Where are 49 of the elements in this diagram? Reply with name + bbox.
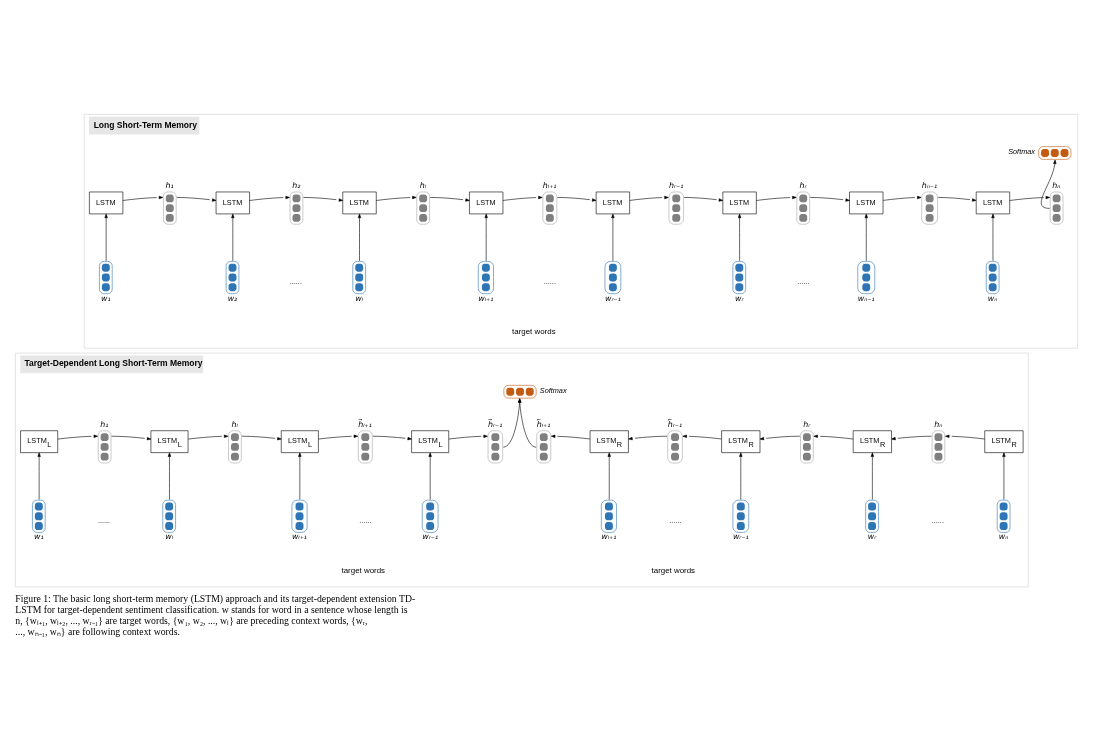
caption: Figure 1: The basic long short-term memory (LSTM) approach and its target-dependent extension TD-LSTM for target-dependent sentiment classification. w stands for word in a sentence whose length is n, {wₗ₊₁, wₗ₊₂, ..., wᵣ₋₁} are target words, {w₁, w₂, ..., wₗ} are preceding context words, {wᵣ, ..., wₙ₋₁, wₙ} are following context words. [15,592,416,637]
arrow [502,397,522,447]
arrow [241,435,282,440]
arrow [891,435,932,440]
arrow [756,195,797,201]
arrow [738,213,742,261]
arrow [551,434,591,439]
arrow [607,452,611,500]
arrow [629,195,669,201]
arrow [739,452,743,500]
arrow [122,195,164,201]
arrow [429,196,470,202]
arrow [167,452,172,500]
arrow [557,196,597,202]
arrow [372,435,412,440]
arrow [870,452,874,500]
arrow [813,434,854,439]
arrow [864,213,868,261]
arrow [111,435,152,440]
arrow [484,213,488,261]
arrow [375,195,417,201]
arrow [945,434,985,439]
arrow [937,196,977,202]
arrow [1009,195,1050,201]
arrow [628,435,668,440]
arrow [1041,159,1057,209]
arrow [428,452,432,500]
arrow [518,397,537,447]
arrow [357,213,362,261]
arrow [187,434,229,439]
arrow [611,213,615,261]
arrow [683,196,723,202]
arrow [37,452,41,500]
arrow [176,196,217,202]
arrow [682,434,722,439]
arrow [991,213,995,261]
arrow [104,213,108,261]
arrow [231,213,235,261]
arrow [57,434,98,439]
arrow [809,196,850,202]
arrow [882,195,922,201]
arrow [448,434,488,439]
arrow [318,434,358,439]
arrow [249,195,290,201]
arrow [303,196,343,202]
arrow [759,435,801,440]
arrow [298,452,302,500]
arrow [1002,452,1006,500]
arrow [502,195,543,201]
